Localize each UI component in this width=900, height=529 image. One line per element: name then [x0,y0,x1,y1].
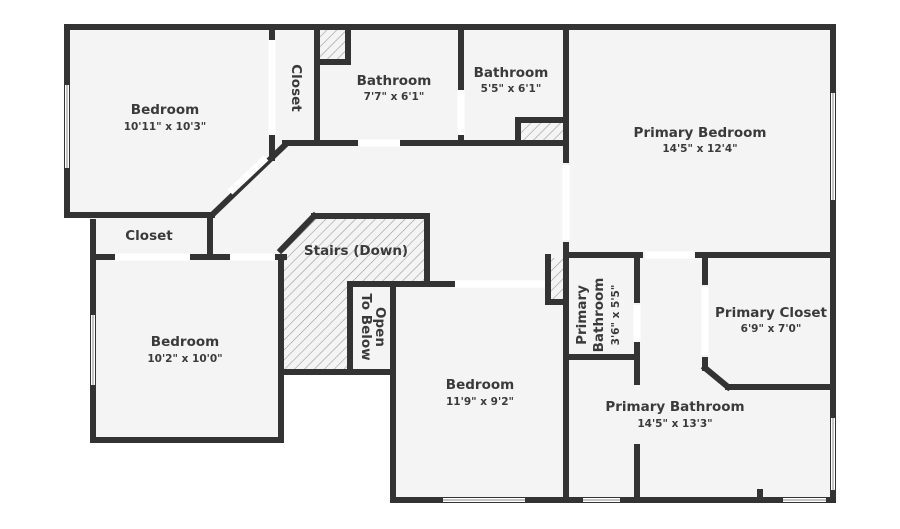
room-name-bathroom-2: Bathroom [474,65,549,81]
room-name-bedroom-3: Bedroom [446,377,514,393]
room-dims-primary-bedroom: 14'5" x 12'4" [662,143,737,155]
room-dims-primary-bath-small: 3'6" x 5'5" [610,285,622,346]
stairs-area [284,216,427,372]
room-name-bedroom-2: Bedroom [151,334,219,350]
room-labels: Bedroom 10'11" x 10'3" Closet Bathroom 7… [124,64,828,430]
room-dims-bedroom-3: 11'9" x 9'2" [446,396,514,408]
room-name-primary-bathroom: Primary Bathroom [605,399,744,415]
room-dims-bathroom-2: 5'5" x 6'1" [481,83,542,95]
room-dims-primary-bathroom: 14'5" x 13'3" [637,418,712,430]
room-dims-bedroom-2: 10'2" x 10'0" [147,353,222,365]
room-name-open-line-2: To Below [358,293,374,360]
door-openings [115,40,709,355]
room-name-stairs: Stairs (Down) [304,243,408,259]
room-name-primary-bedroom: Primary Bedroom [634,125,767,141]
bath1-chase [320,30,348,60]
room-dims-bedroom-1: 10'11" x 10'3" [124,121,207,133]
room-dims-primary-closet: 6'9" x 7'0" [741,323,802,335]
room-dims-bathroom-1: 7'7" x 6'1" [364,91,425,103]
room-name-primary-bath-small-line-2: Bathroom [591,278,607,353]
hatched-areas [284,30,565,372]
room-name-primary-closet: Primary Closet [715,305,828,321]
room-name-closet-2: Closet [125,228,173,244]
pbath-chase [550,258,565,303]
windows [65,85,835,502]
room-name-open-line-1: Open [372,307,388,347]
room-name-bathroom-1: Bathroom [357,73,432,89]
bath2-chase [520,122,563,142]
room-name-bedroom-1: Bedroom [131,102,199,118]
exterior-cutouts [0,218,393,529]
room-name-closet-1: Closet [288,64,304,112]
floor-fills [67,27,833,500]
room-name-primary-bath-small-line-1: Primary [574,285,590,345]
